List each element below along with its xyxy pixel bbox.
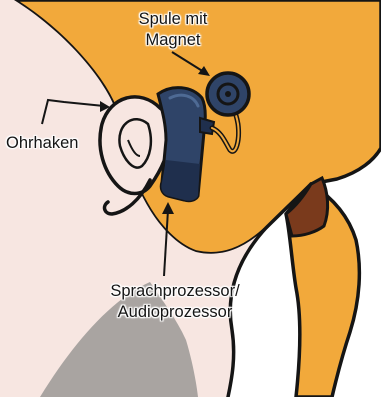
label-coil-line-1: Spule mit	[118, 9, 228, 30]
label-processor-line-2: Audioprozessor	[75, 302, 275, 323]
magnet-center	[225, 91, 231, 97]
label-sound-processor: Sprachprozessor/ Audioprozessor	[75, 281, 275, 323]
label-ear-hook: Ohrhaken	[6, 133, 88, 154]
label-coil-with-magnet: Spule mit Magnet	[118, 9, 228, 51]
label-ear-hook-text: Ohrhaken	[6, 133, 88, 154]
label-coil-line-2: Magnet	[118, 30, 228, 51]
label-processor-line-1: Sprachprozessor/	[75, 281, 275, 302]
sound-processor-lower	[161, 160, 200, 201]
